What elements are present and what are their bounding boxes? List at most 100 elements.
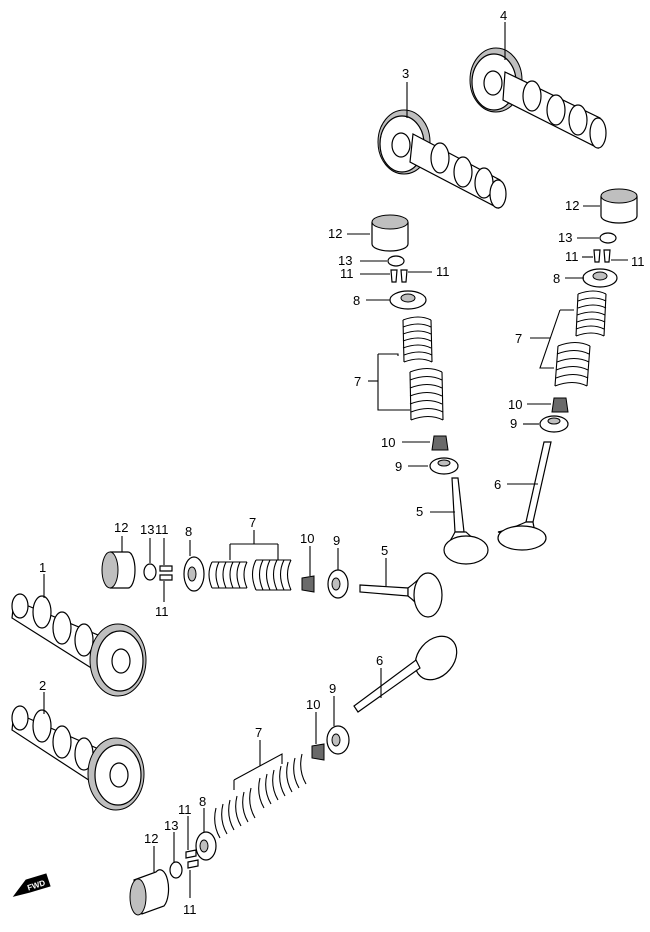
callout-7a: 7 (354, 374, 361, 389)
cotter-11c (593, 249, 601, 263)
callout-8b: 8 (553, 271, 560, 286)
callout-10a: 10 (381, 435, 395, 450)
cam4-lobe (522, 80, 542, 112)
bracket-7d (233, 753, 283, 790)
valve-5b-head (413, 572, 443, 618)
callout-11e: 11 (155, 522, 169, 537)
camshaft-1: 1 (11, 560, 147, 697)
callout-9a: 9 (395, 459, 402, 474)
cotter-11a (390, 269, 398, 283)
callout-11a: 11 (340, 266, 354, 281)
retainer-8a-hole (400, 293, 416, 303)
cam2-hub (109, 762, 129, 788)
seat-9a-hole (437, 459, 451, 467)
seat-9d-hole (331, 733, 341, 747)
fwd-arrow-badge: FWD (12, 873, 51, 897)
callout-7c: 7 (249, 515, 256, 530)
callout-1: 1 (39, 560, 46, 575)
callout-11h: 11 (183, 902, 197, 917)
cam1-hub (111, 648, 131, 674)
cam1-lobe (74, 623, 94, 657)
callout-11f: 11 (155, 604, 169, 619)
callout-13c: 13 (140, 522, 154, 537)
valve-stack-upper-right: 12 13 11 11 8 7 10 9 6 (494, 188, 645, 551)
bracket-7c (229, 543, 279, 560)
seal-10d (311, 743, 325, 761)
seat-9c-hole (331, 577, 341, 591)
cam3-end (489, 179, 507, 209)
cotter-11a (400, 269, 408, 283)
fwd-arrow-icon (12, 873, 51, 897)
callout-11d: 11 (631, 254, 645, 269)
tappet-12c-face (101, 551, 119, 589)
cotter-11c (603, 249, 611, 263)
cotter-11e (159, 574, 173, 581)
callout-5b: 5 (381, 543, 388, 558)
callout-9c: 9 (333, 533, 340, 548)
callout-10d: 10 (306, 697, 320, 712)
cam2-end (11, 705, 29, 731)
callout-4: 4 (500, 8, 507, 23)
valve-stack-middle: 12 13 11 11 8 7 10 9 5 (101, 515, 443, 619)
tappet-12d-face (129, 878, 147, 916)
valve-6b-stem (353, 659, 421, 713)
valve-5b-stem (359, 584, 409, 597)
retainer-8b-hole (592, 271, 608, 281)
callout-6a: 6 (494, 477, 501, 492)
cam3-lobe (430, 142, 450, 174)
callout-8a: 8 (353, 293, 360, 308)
callout-8c: 8 (185, 524, 192, 539)
callout-8d: 8 (199, 794, 206, 809)
seal-10a (431, 435, 449, 451)
cam1-end (11, 593, 29, 619)
tappet-12b-top (600, 188, 638, 204)
tappet-12a (371, 222, 409, 252)
valve-6b-head (414, 635, 458, 681)
callout-10b: 10 (508, 397, 522, 412)
callout-2: 2 (39, 678, 46, 693)
callout-13a: 13 (338, 253, 352, 268)
cam4-lobe (546, 94, 566, 126)
cam4-hub (483, 70, 503, 96)
bracket-7a (377, 353, 410, 411)
callout-9d: 9 (329, 681, 336, 696)
valve-5a-head (443, 535, 489, 565)
bracket-7b (539, 309, 574, 369)
callout-7d: 7 (255, 725, 262, 740)
callout-7b: 7 (515, 331, 522, 346)
callout-13b: 13 (558, 230, 572, 245)
cam3-hub (391, 132, 411, 158)
valve-spring-7d (214, 753, 307, 839)
callout-12d: 12 (144, 831, 158, 846)
valve-spring-7b (554, 290, 607, 387)
valve-6a-head (497, 525, 547, 551)
callout-11g: 11 (178, 802, 192, 817)
callout-10c: 10 (300, 531, 314, 546)
callout-11b: 11 (436, 264, 450, 279)
callout-12a: 12 (328, 226, 342, 241)
shim-13c (143, 563, 157, 581)
callout-11c: 11 (565, 249, 579, 264)
cotter-11g (185, 849, 197, 859)
cam1-lobe (52, 611, 72, 645)
callout-6b: 6 (376, 653, 383, 668)
valve-spring-7c (208, 559, 292, 591)
seal-10c (301, 575, 315, 593)
cotter-11e (159, 565, 173, 572)
cotter-11g (187, 859, 199, 869)
callout-12c: 12 (114, 520, 128, 535)
callout-13d: 13 (164, 818, 178, 833)
shim-13d (169, 861, 183, 879)
valve-6a-stem (525, 441, 552, 523)
cam3-lobe (453, 156, 473, 188)
camshaft-4: 4 (469, 8, 607, 149)
cam1-lobe (32, 595, 52, 629)
seat-9b-hole (547, 417, 561, 425)
cam4-end (589, 117, 607, 149)
camshaft-2: 2 (11, 678, 145, 811)
shim-13b (599, 232, 617, 244)
callout-12b: 12 (565, 198, 579, 213)
valve-spring-7a (402, 316, 444, 421)
callout-3: 3 (402, 66, 409, 81)
